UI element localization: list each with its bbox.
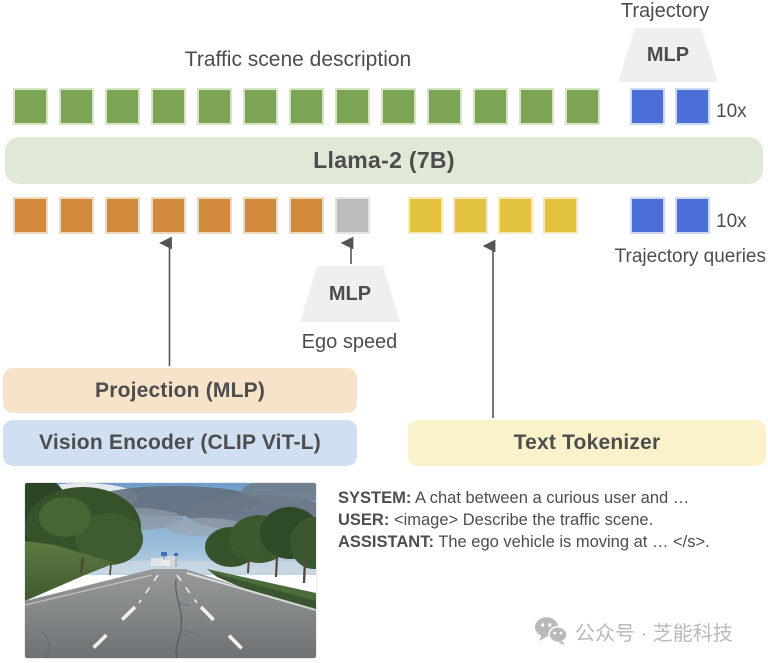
green-token: [13, 88, 48, 125]
orange-token: [151, 197, 186, 234]
prompt-role-assistant: ASSISTANT:: [338, 533, 434, 551]
trajectory-queries-label: Trajectory queries: [614, 246, 766, 267]
orange-token: [289, 197, 324, 234]
trajectory-token-row-top: [630, 88, 710, 125]
orange-token: [197, 197, 232, 234]
multiplier-top-label: 10x: [716, 101, 747, 122]
vision-encoder-box: Vision Encoder (CLIP ViT-L): [3, 420, 357, 466]
green-token: [427, 88, 462, 125]
orange-token: [243, 197, 278, 234]
yellow-token: [453, 197, 488, 234]
text-token-row: [408, 197, 578, 234]
orange-token: [105, 197, 140, 234]
vision-encoder-label: Vision Encoder (CLIP ViT-L): [39, 431, 321, 454]
ego-speed-label: Ego speed: [301, 331, 398, 353]
green-token: [473, 88, 508, 125]
mlp-trapezoid-bottom: MLP: [300, 266, 400, 322]
green-token: [565, 88, 600, 125]
road-photo-art: [25, 483, 316, 658]
mlp-top-label: MLP: [646, 43, 690, 66]
green-token: [151, 88, 186, 125]
projection-box: Projection (MLP): [3, 368, 357, 413]
green-token: [519, 88, 554, 125]
orange-token: [59, 197, 94, 234]
blue-token: [630, 197, 665, 234]
mlp-trapezoid-top: MLP: [618, 28, 718, 82]
prompt-role-system: SYSTEM:: [338, 489, 412, 507]
prompt-text-assistant: The ego vehicle is moving at … </s>.: [438, 533, 710, 551]
orange-token: [13, 197, 48, 234]
green-token: [289, 88, 324, 125]
blue-token: [675, 88, 710, 125]
green-token: [335, 88, 370, 125]
projection-label: Projection (MLP): [94, 378, 266, 402]
prompt-line-assistant: ASSISTANT: The ego vehicle is moving at …: [338, 531, 766, 553]
green-token: [105, 88, 140, 125]
wechat-icon: [535, 617, 568, 646]
blue-token: [630, 88, 665, 125]
input-token-row-left: [13, 197, 370, 234]
description-token-row: [13, 88, 600, 125]
prompt-text-system: A chat between a curious user and …: [415, 489, 690, 507]
yellow-token: [408, 197, 443, 234]
trajectory-output-label: Trajectory: [620, 0, 710, 22]
prompt-line-system: SYSTEM: A chat between a curious user an…: [338, 487, 766, 509]
yellow-token: [543, 197, 578, 234]
watermark-text: 公众号 · 芝能科技: [575, 622, 733, 645]
watermark: 公众号 · 芝能科技: [534, 616, 733, 646]
green-token: [59, 88, 94, 125]
llm-label: Llama-2 (7B): [313, 147, 455, 173]
green-token: [381, 88, 416, 125]
green-token: [197, 88, 232, 125]
trajectory-token-row-bottom: [630, 197, 710, 234]
llm-bar: Llama-2 (7B): [5, 137, 763, 184]
gray-token: [335, 197, 370, 234]
text-tokenizer-label: Text Tokenizer: [513, 431, 661, 454]
prompt-text-user: <image> Describe the traffic scene.: [393, 511, 654, 529]
blue-token: [675, 197, 710, 234]
prompt-role-user: USER:: [338, 511, 390, 529]
text-tokenizer-box: Text Tokenizer: [408, 420, 766, 466]
yellow-token: [498, 197, 533, 234]
traffic-scene-description-label: Traffic scene description: [184, 48, 412, 71]
green-token: [243, 88, 278, 125]
road-photo: [24, 482, 317, 659]
mlp-bottom-label: MLP: [328, 282, 372, 305]
prompt-text-block: SYSTEM: A chat between a curious user an…: [338, 487, 766, 553]
prompt-line-user: USER: <image> Describe the traffic scene…: [338, 509, 766, 531]
multiplier-bottom-label: 10x: [716, 211, 747, 232]
